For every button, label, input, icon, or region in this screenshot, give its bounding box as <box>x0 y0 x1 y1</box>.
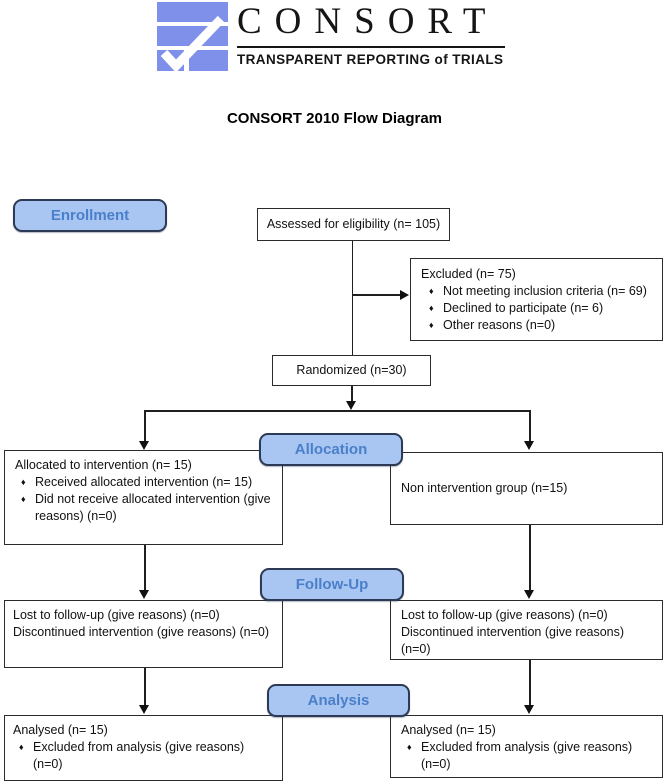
diamond-bullet-icon: ♦ <box>429 303 434 313</box>
arrowhead-analysis-right <box>524 705 534 714</box>
stage-label-followup: Follow-Up <box>260 568 404 601</box>
analysis-item-text: Excluded from analysis (give reasons) (n… <box>421 740 633 771</box>
diamond-bullet-icon: ♦ <box>429 286 434 296</box>
excluded-item-text: Declined to participate (n= 6) <box>443 301 604 315</box>
arrowhead-followup-right <box>524 590 534 599</box>
followup-line: Lost to follow-up (give reasons) (n=0) <box>401 608 608 622</box>
non-intervention-text: Non intervention group (n=15) <box>401 481 568 495</box>
excluded-title: Excluded (n= 75) <box>421 267 516 281</box>
excluded-item-text: Not meeting inclusion criteria (n= 69) <box>443 284 647 298</box>
excluded-item: ♦ Other reasons (n=0) <box>421 317 654 334</box>
followup-line: Discontinued intervention (give reasons)… <box>13 625 270 639</box>
stage-label-analysis: Analysis <box>267 684 410 717</box>
consort-logo-tagline: TRANSPARENT REPORTING of TRIALS <box>237 52 504 67</box>
box-randomized: Randomized (n=30) <box>272 355 431 386</box>
diamond-bullet-icon: ♦ <box>429 320 434 330</box>
analysis-item-text: Excluded from analysis (give reasons) (n… <box>33 740 245 771</box>
connector-followup-right <box>529 525 531 590</box>
arrowhead-followup-left <box>139 590 149 599</box>
diamond-bullet-icon: ♦ <box>21 477 26 487</box>
analysis-item: ♦ Excluded from analysis (give reasons) … <box>13 739 276 773</box>
diamond-bullet-icon: ♦ <box>19 742 24 752</box>
randomized-text: Randomized (n=30) <box>296 363 407 377</box>
excluded-item: ♦ Declined to participate (n= 6) <box>421 300 654 317</box>
connector-analysis-left <box>144 668 146 706</box>
allocated-item: ♦ Did not receive allocated intervention… <box>15 491 276 525</box>
analysis-title: Analysed (n= 15) <box>13 723 108 737</box>
connector-to-excluded <box>353 294 401 296</box>
stage-label-enrollment: Enrollment <box>13 199 167 232</box>
connector-analysis-right <box>529 660 531 706</box>
allocated-title: Allocated to intervention (n= 15) <box>15 458 192 472</box>
connector-branch-horizontal <box>144 410 530 412</box>
arrowhead-to-excluded <box>400 290 409 300</box>
connector-randomized-down <box>351 386 353 402</box>
logo-divider <box>237 46 505 48</box>
stage-label-allocation: Allocation <box>259 433 403 466</box>
box-assessed-eligibility: Assessed for eligibility (n= 105) <box>257 208 450 241</box>
consort-logo-checkmark-icon <box>157 2 228 71</box>
arrowhead-allocation-left <box>139 441 149 450</box>
allocated-item: ♦ Received allocated intervention (n= 15… <box>15 474 276 491</box>
analysis-title: Analysed (n= 15) <box>401 723 496 737</box>
connector-assessed-to-randomized <box>351 241 354 355</box>
consort-logo-wordmark: CONSORT <box>237 1 499 42</box>
arrowhead-analysis-left <box>139 705 149 714</box>
diamond-bullet-icon: ♦ <box>407 742 412 752</box>
box-followup-control: Lost to follow-up (give reasons) (n=0) D… <box>390 600 663 660</box>
page-title: CONSORT 2010 Flow Diagram <box>226 110 443 127</box>
box-analysis-intervention: Analysed (n= 15) ♦ Excluded from analysi… <box>4 715 283 781</box>
arrowhead-randomized-down <box>346 401 356 410</box>
connector-branch-left <box>144 410 146 442</box>
excluded-item-text: Other reasons (n=0) <box>443 318 556 332</box>
followup-line: Discontinued intervention (give reasons)… <box>401 625 625 656</box>
box-followup-intervention: Lost to follow-up (give reasons) (n=0) D… <box>4 600 283 668</box>
followup-line: Lost to follow-up (give reasons) (n=0) <box>13 608 220 622</box>
analysis-item: ♦ Excluded from analysis (give reasons) … <box>401 739 656 773</box>
connector-branch-right <box>529 410 531 442</box>
box-analysis-control: Analysed (n= 15) ♦ Excluded from analysi… <box>390 715 663 778</box>
box-allocated-intervention: Allocated to intervention (n= 15) ♦ Rece… <box>4 450 283 545</box>
diamond-bullet-icon: ♦ <box>21 494 26 504</box>
excluded-item: ♦ Not meeting inclusion criteria (n= 69) <box>421 283 654 300</box>
box-excluded: Excluded (n= 75) ♦ Not meeting inclusion… <box>410 258 663 341</box>
connector-followup-left <box>144 545 146 590</box>
box-non-intervention: Non intervention group (n=15) <box>390 452 663 525</box>
allocated-item-text: Did not receive allocated intervention (… <box>35 492 271 523</box>
assessed-text: Assessed for eligibility (n= 105) <box>266 217 441 231</box>
allocated-item-text: Received allocated intervention (n= 15) <box>35 475 253 489</box>
arrowhead-allocation-right <box>524 441 534 450</box>
